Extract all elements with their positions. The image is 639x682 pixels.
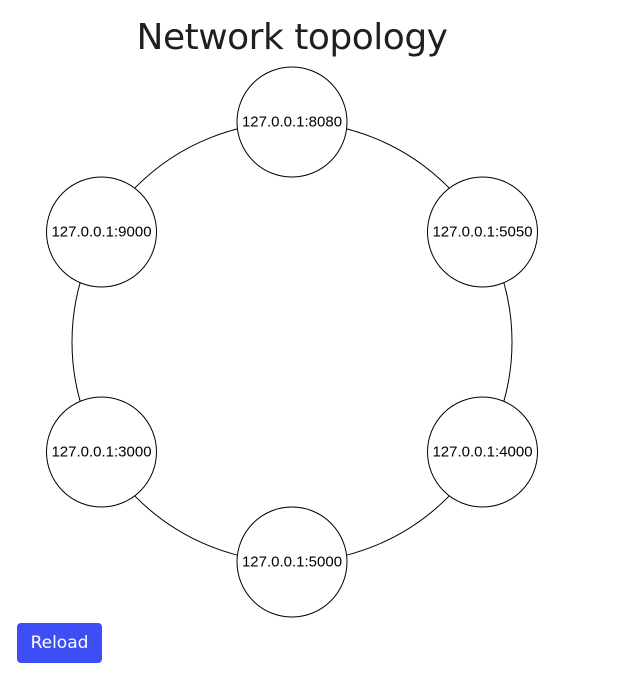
node-label: 127.0.0.1:9000 — [51, 224, 151, 241]
node-circle — [46, 176, 157, 288]
node-label: 127.0.0.1:8080 — [242, 114, 342, 131]
topology-node: 127.0.0.1:4000 — [427, 396, 538, 508]
topology-node: 127.0.0.1:5050 — [427, 176, 538, 288]
node-label: 127.0.0.1:4000 — [432, 444, 532, 461]
topology-node: 127.0.0.1:8080 — [236, 66, 348, 178]
node-label: 127.0.0.1:3000 — [51, 444, 151, 461]
node-circle — [236, 66, 348, 178]
reload-button[interactable]: Reload — [17, 623, 102, 663]
node-label: 127.0.0.1:5050 — [432, 224, 532, 241]
node-circle — [427, 176, 538, 288]
node-circle — [46, 396, 157, 508]
ring-connection — [71, 121, 513, 563]
node-circle — [427, 396, 538, 508]
page-title: Network topology — [136, 17, 448, 58]
topology-node: 127.0.0.1:3000 — [46, 396, 157, 508]
topology-node: 127.0.0.1:5000 — [236, 506, 348, 618]
node-circle — [236, 506, 348, 618]
topology-node: 127.0.0.1:9000 — [46, 176, 157, 288]
node-label: 127.0.0.1:5000 — [242, 554, 342, 571]
